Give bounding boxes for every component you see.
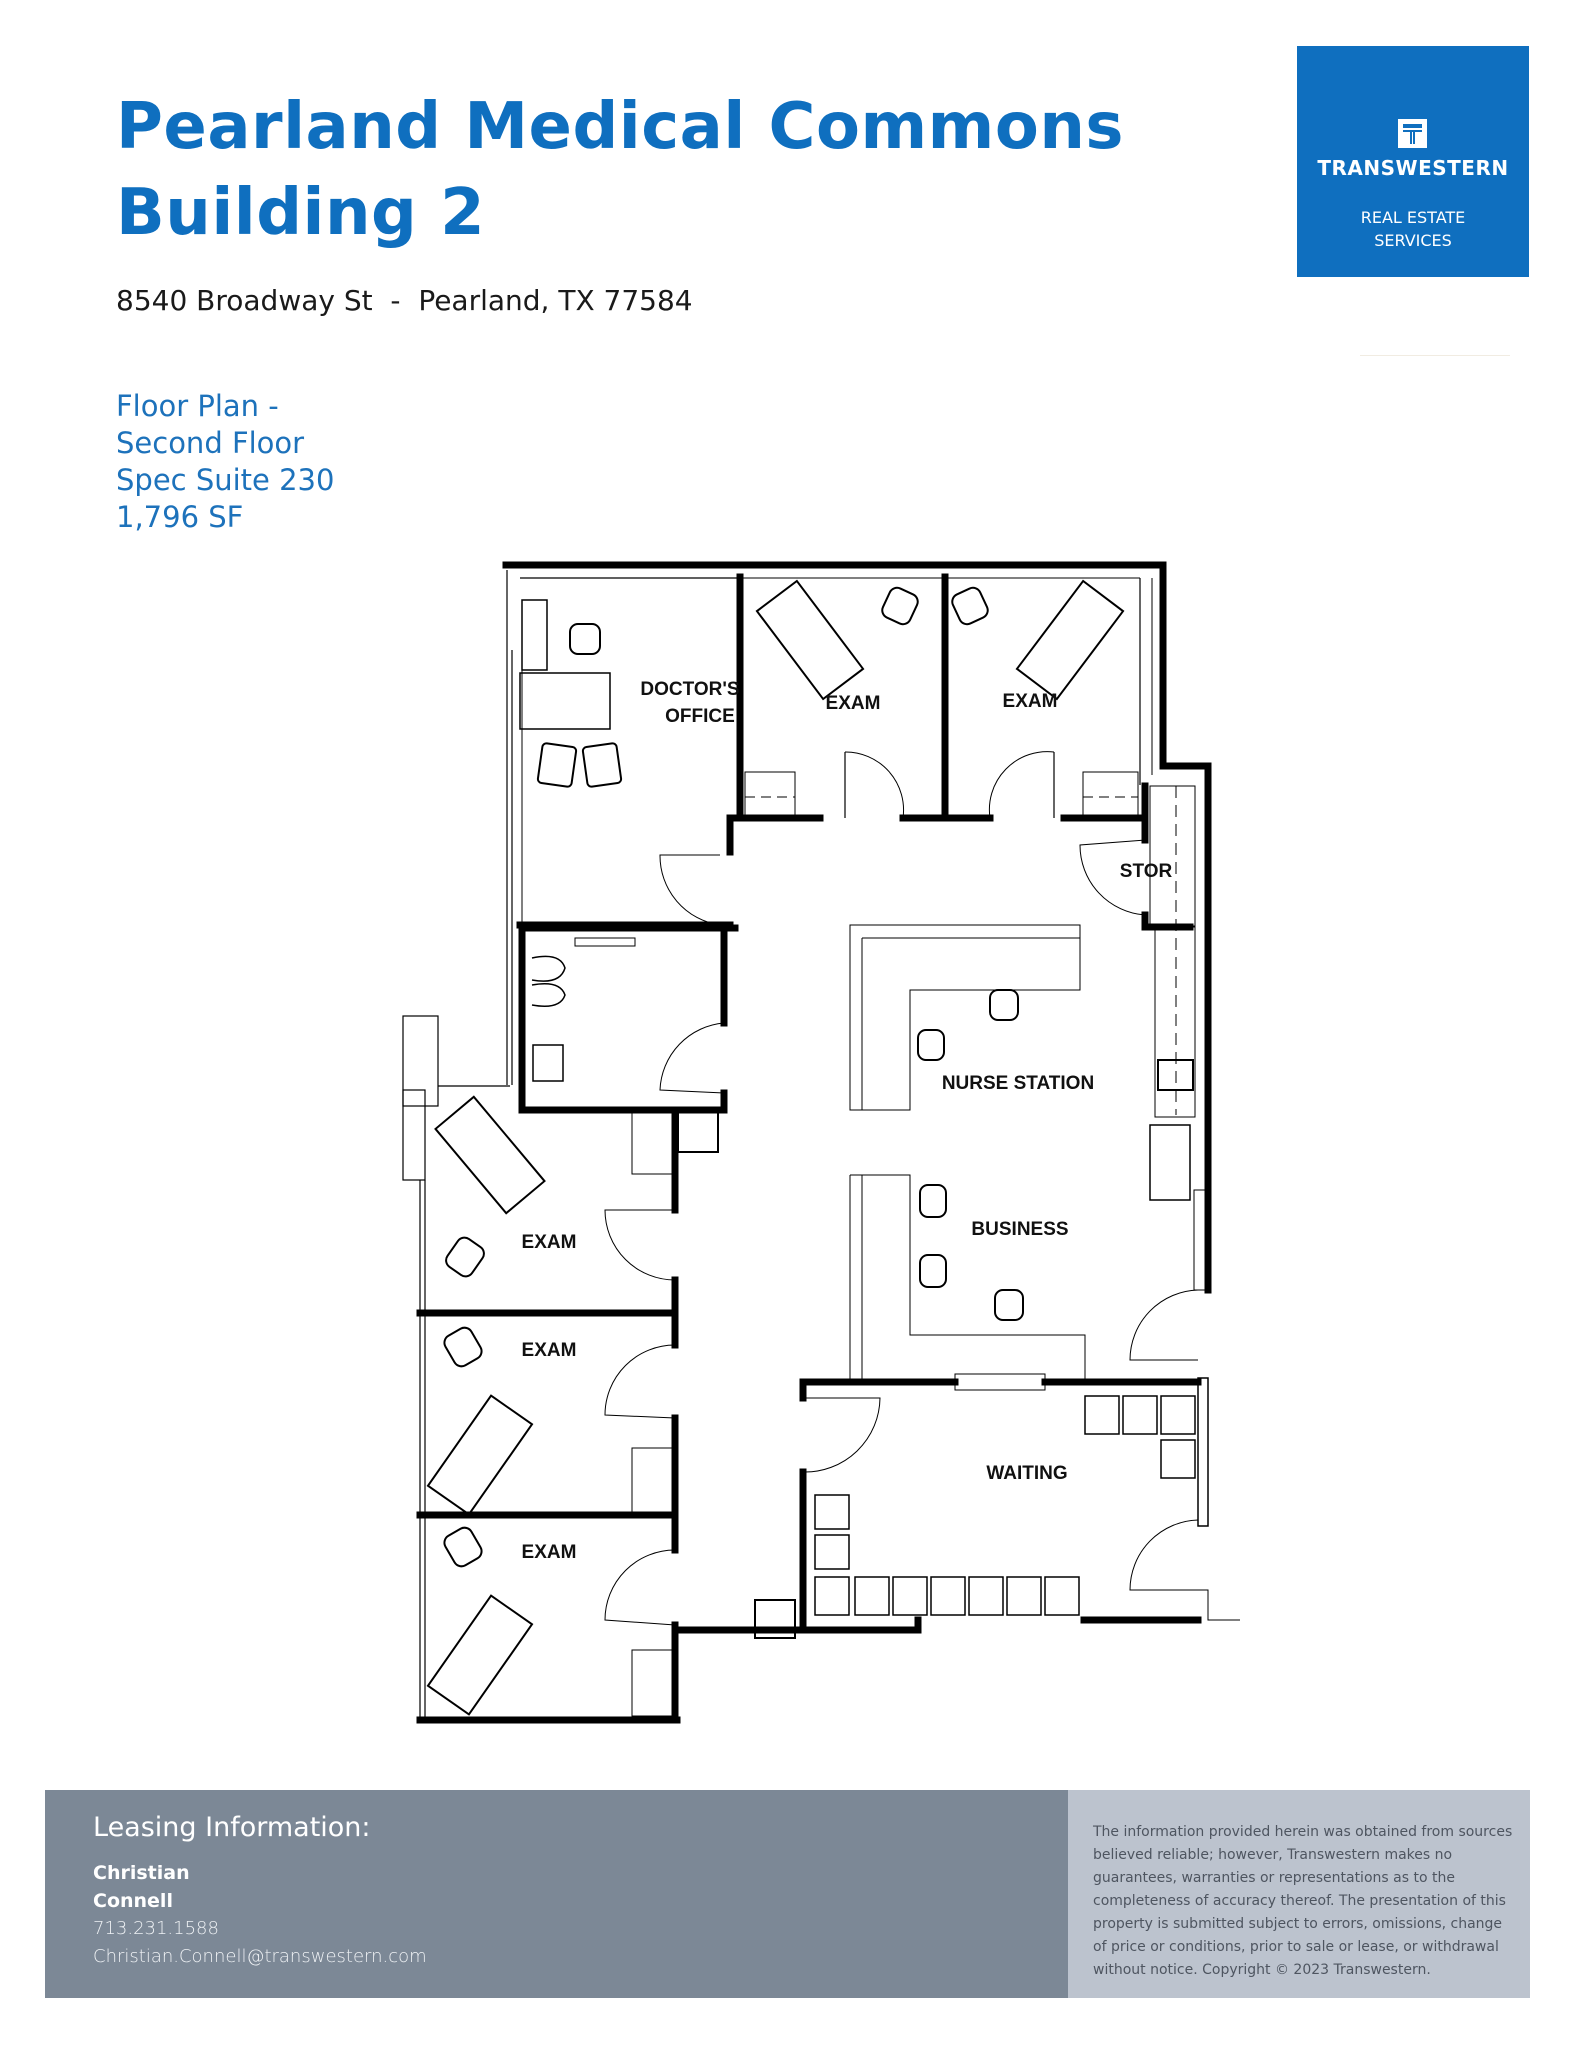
floor-plan-info: Floor Plan - Second Floor Spec Suite 230…: [116, 388, 334, 536]
logo-name: TRANSWESTERN: [1317, 156, 1509, 180]
property-address: 8540 Broadway St - Pearland, TX 77584: [116, 284, 693, 317]
svg-text:EXAM: EXAM: [826, 693, 881, 714]
transwestern-logo: TRANSWESTERN REAL ESTATE SERVICES: [1297, 46, 1529, 277]
floor-level: Second Floor: [116, 426, 305, 460]
square-footage: 1,796 SF: [116, 500, 244, 534]
svg-text:NURSE STATION: NURSE STATION: [942, 1073, 1094, 1094]
contact-phone[interactable]: 713.231.1588: [93, 1918, 219, 1939]
contact-email[interactable]: Christian.Connell@transwestern.com: [93, 1946, 427, 1967]
logo-subtitle: REAL ESTATE SERVICES: [1360, 208, 1466, 250]
plan-type: Floor Plan -: [116, 389, 279, 423]
leasing-footer: Leasing Information: Christian Connell 7…: [45, 1790, 1530, 1998]
leasing-contact: Leasing Information: Christian Connell 7…: [93, 1812, 427, 1971]
disclaimer-text: The information provided herein was obta…: [1093, 1824, 1513, 1978]
svg-text:STOR: STOR: [1120, 861, 1173, 882]
divider: [1360, 355, 1510, 356]
title-line-1: Pearland Medical Commons: [116, 90, 1124, 164]
svg-text:DOCTOR'S: DOCTOR'S: [640, 679, 739, 700]
property-title: Pearland Medical Commons Building 2: [116, 84, 1124, 256]
transwestern-t-icon: [1398, 119, 1427, 148]
svg-text:OFFICE: OFFICE: [665, 706, 735, 727]
contact-first-name: Christian: [93, 1862, 190, 1884]
svg-text:WAITING: WAITING: [986, 1463, 1067, 1484]
leasing-heading: Leasing Information:: [93, 1812, 371, 1843]
suite-number: Spec Suite 230: [116, 463, 335, 497]
svg-text:EXAM: EXAM: [522, 1340, 577, 1361]
svg-text:EXAM: EXAM: [1003, 691, 1058, 712]
svg-text:BUSINESS: BUSINESS: [971, 1219, 1068, 1240]
disclaimer-panel: The information provided herein was obta…: [1068, 1790, 1530, 1998]
svg-text:EXAM: EXAM: [522, 1542, 577, 1563]
svg-text:EXAM: EXAM: [522, 1232, 577, 1253]
contact-last-name: Connell: [93, 1890, 173, 1912]
floor-plan-drawing: DOCTOR'S OFFICE EXAM EXAM STOR NURSE STA…: [402, 561, 1240, 1724]
title-line-2: Building 2: [116, 176, 486, 250]
